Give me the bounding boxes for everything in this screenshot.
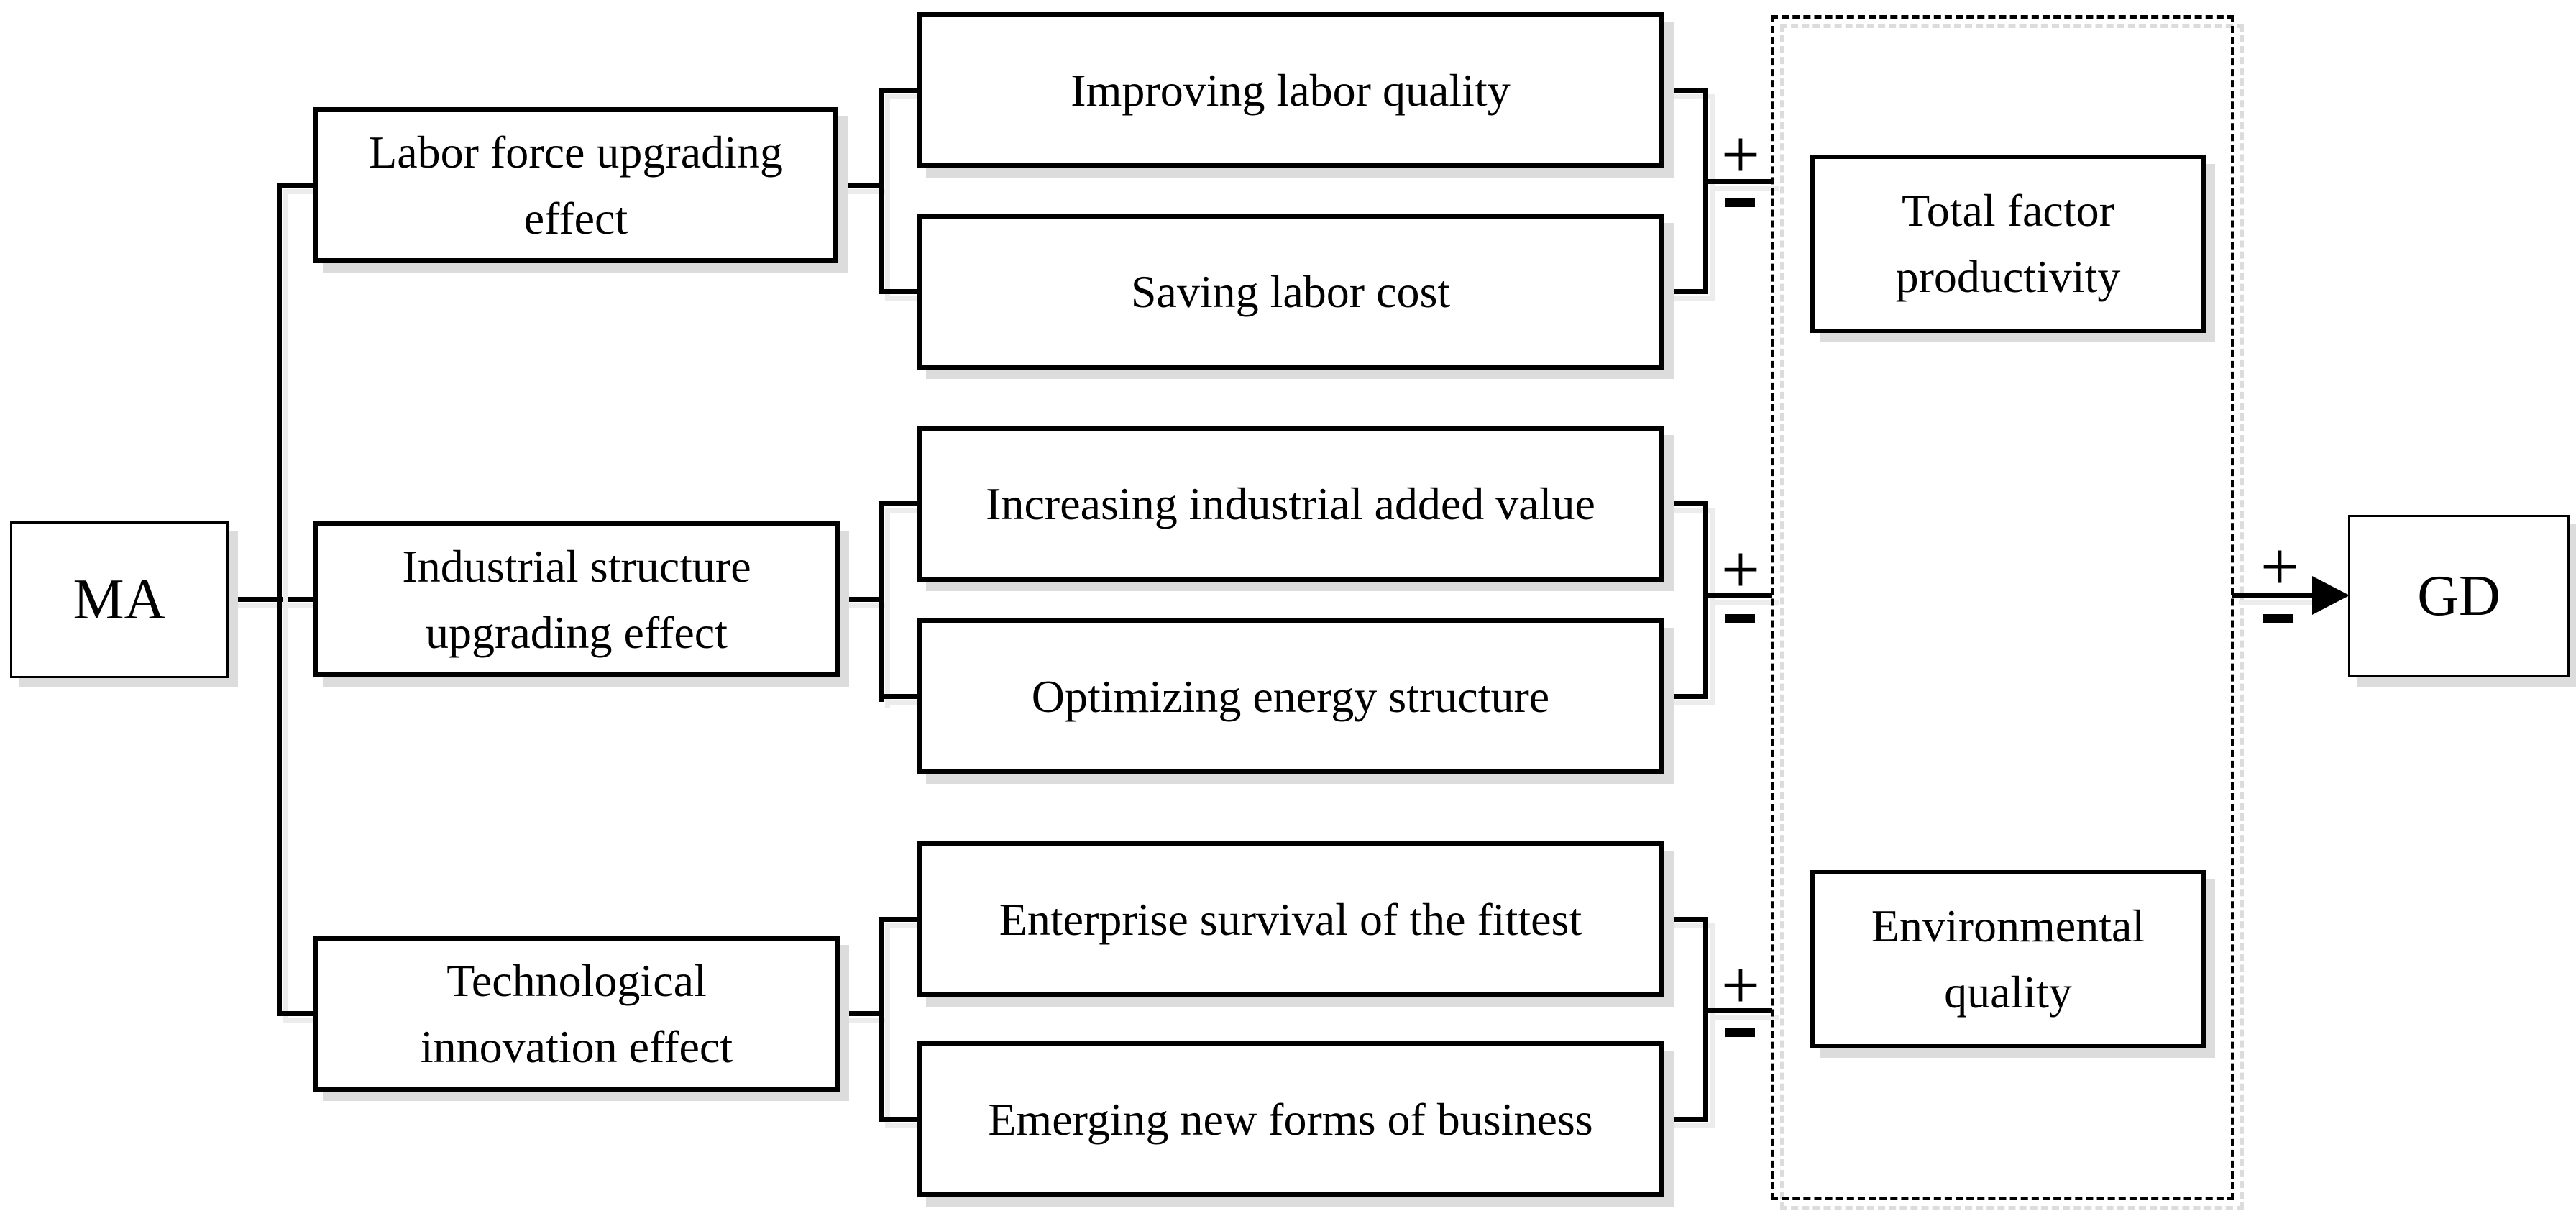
minus-sign-row3 (1725, 1028, 1755, 1037)
connector-row1-to-dashed-region (1703, 179, 1772, 184)
bracket-left-row3 (879, 917, 884, 1122)
connector-row3-to-dashed-region (1703, 1008, 1772, 1013)
outcome-box-environmental-quality: Environmental quality (1810, 870, 2206, 1048)
connector-labor-to-bracket (836, 183, 883, 188)
effect-box-technological-innovation: Technological innovation effect (313, 936, 840, 1092)
effect-label-line: innovation effect (420, 1020, 733, 1072)
mediating-outcomes-region (1771, 15, 2234, 1200)
mechanism-box-optimizing-energy-structure: Optimizing energy structure (917, 618, 1664, 774)
mechanism-label: Enterprise survival of the fittest (999, 893, 1582, 945)
connector-row2-to-dashed-region (1703, 593, 1772, 598)
connector-optimizing-to-bracket (1663, 694, 1706, 699)
effect-label-line: upgrading effect (426, 606, 728, 658)
arrowhead-icon (2312, 576, 2350, 615)
connector-bracket-to-optimizing (879, 694, 920, 699)
connector-saving-to-bracket (1663, 289, 1706, 294)
connector-enterprise-to-bracket (1663, 917, 1706, 922)
arrow-line-to-gd (2232, 593, 2315, 598)
plus-sign-row2: + (1720, 531, 1761, 608)
plus-sign-final-link: + (2260, 528, 2300, 605)
minus-sign-row1 (1725, 198, 1755, 207)
plus-sign-row3: + (1720, 946, 1761, 1023)
bracket-right-row2 (1703, 501, 1708, 699)
connector-improving-to-bracket (1663, 88, 1706, 93)
effect-box-industrial-structure-upgrading: Industrial structure upgrading effect (313, 521, 840, 677)
mechanism-label: Optimizing energy structure (1031, 670, 1550, 722)
effect-label-line: Labor force upgrading (369, 126, 783, 178)
mechanism-label: Increasing industrial added value (986, 477, 1595, 529)
outcome-label-line: Total factor (1902, 185, 2114, 236)
connector-trunk-to-labor (277, 183, 316, 188)
effect-box-labor-force-upgrading: Labor force upgrading effect (313, 107, 838, 263)
gd-label: GD (2417, 565, 2501, 628)
connector-trunk-to-technological (277, 1011, 316, 1016)
effect-label-line: Industrial structure (402, 540, 751, 592)
plus-sign-row1: + (1720, 116, 1761, 193)
connector-bracket-to-saving (879, 289, 920, 294)
mechanism-box-improving-labor-quality: Improving labor quality (917, 12, 1664, 168)
connector-technological-to-bracket (838, 1011, 883, 1016)
bracket-left-row1 (879, 88, 884, 294)
ma-node: MA (10, 521, 229, 678)
connector-increasing-to-bracket (1663, 501, 1706, 506)
minus-sign-row2 (1725, 614, 1755, 623)
mechanism-box-saving-labor-cost: Saving labor cost (917, 214, 1664, 370)
connector-industrial-to-bracket (838, 597, 883, 602)
connector-bracket-to-increasing (879, 501, 920, 506)
connector-bracket-to-emerging (879, 1117, 920, 1122)
outcome-box-total-factor-productivity: Total factor productivity (1810, 155, 2206, 333)
bracket-left-row2 (879, 501, 884, 702)
trunk-line (277, 183, 282, 1016)
ma-label: MA (73, 568, 166, 631)
minus-sign-final-link (2263, 614, 2293, 623)
effect-label-line: effect (523, 192, 628, 244)
bracket-right-row1 (1703, 88, 1708, 294)
connector-bracket-to-enterprise (879, 917, 920, 922)
bracket-right-row3 (1703, 917, 1708, 1122)
connector-ma-to-industrial (226, 597, 318, 602)
outcome-label-line: Environmental (1871, 900, 2145, 951)
mechanism-box-increasing-industrial-added-value: Increasing industrial added value (917, 426, 1664, 582)
mechanism-label: Emerging new forms of business (988, 1093, 1593, 1145)
effect-label-line: Technological (446, 954, 707, 1006)
connector-bracket-to-improving (879, 88, 920, 93)
mechanism-label: Saving labor cost (1130, 265, 1451, 317)
mechanism-box-emerging-new-forms-of-business: Emerging new forms of business (917, 1041, 1664, 1197)
outcome-label-line: productivity (1895, 251, 2121, 302)
mechanism-box-enterprise-survival-of-the-fittest: Enterprise survival of the fittest (917, 841, 1664, 997)
dashed-region-shadow (1780, 24, 2244, 1210)
gd-node: GD (2348, 515, 2570, 677)
outcome-label-line: quality (1944, 966, 2072, 1018)
mechanism-label: Improving labor quality (1071, 64, 1511, 116)
connector-emerging-to-bracket (1663, 1117, 1706, 1122)
